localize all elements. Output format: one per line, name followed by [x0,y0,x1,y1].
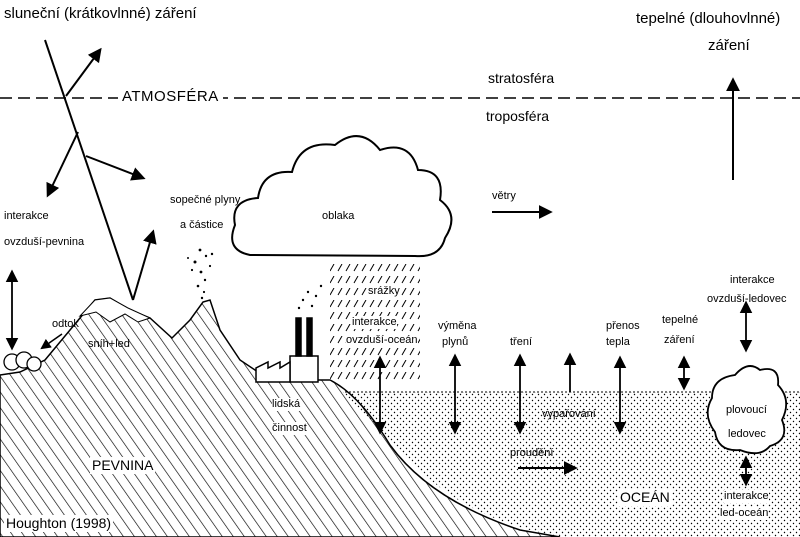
air-land-label-1: interakce [4,210,49,222]
air-ocean-label-1: interakce [352,316,397,329]
runoff-arrow [40,333,63,350]
smoke [297,284,323,310]
air-ocean-label-2: ovzduší-oceán [346,334,418,347]
clouds-label: oblaka [322,210,355,222]
human-activity-label-1: lidská [272,398,301,411]
atmosphere-label: ATMOSFÉRA [118,89,223,104]
thermal-radiation-label-2: záření [708,37,750,54]
heat-transfer-label-2: tepla [606,336,630,348]
solar-radiation-label: sluneční (krátkovlnné) záření [4,5,197,22]
iceberg [706,365,788,455]
thermal-radiation-ocean-label-2: záření [664,334,695,346]
cloud [231,135,453,258]
land-label: PEVNINA [90,457,156,474]
stratosphere-label: stratosféra [488,70,555,86]
precipitation-label: srážky [368,285,400,298]
gas-exchange-label-2: plynů [442,336,469,348]
heat-transfer-label-1: přenos [606,320,640,332]
floating-ice-label-1: plovoucí [726,404,767,416]
ice-ocean-label-1: interakce [724,490,769,503]
floating-ice-label-2: ledovec [728,428,766,440]
snow-cap [78,297,152,323]
ocean-label: OCEÁN [618,489,672,506]
interaction-arrows [5,269,753,487]
gas-exchange-label-1: výměna [438,320,477,332]
snow-ice-label: sníh+led [88,338,130,350]
volcanic-label-1: sopečné plyny [170,194,241,206]
source-citation: Houghton (1998) [4,515,114,532]
ice-ocean-label-2: led-oceán [720,507,769,520]
winds-label: větry [492,190,516,202]
runoff-label: odtok [52,318,79,330]
thermal-radiation-ocean-label-1: tepelné [662,314,699,326]
friction-label: tření [510,336,533,348]
volcanic-label-2: a částice [180,219,224,231]
thermal-radiation-label-1: tepelné (dlouhovlnné) [636,10,781,27]
troposphere-label: troposféra [486,108,550,124]
land-mass [0,297,561,537]
solar-arrows [44,39,157,301]
human-activity-label-2: činnost [272,422,307,435]
air-ice-label-1: interakce [730,274,775,286]
trees [3,351,42,372]
air-land-label-2: ovzduší-pevnina [4,236,85,248]
volcanic-plume [187,248,214,300]
factory [255,317,319,383]
currents-label: proudění [510,447,554,459]
air-ice-label-2: ovzduší-ledovec [707,293,787,305]
evaporation-label: vypařování [542,408,596,420]
